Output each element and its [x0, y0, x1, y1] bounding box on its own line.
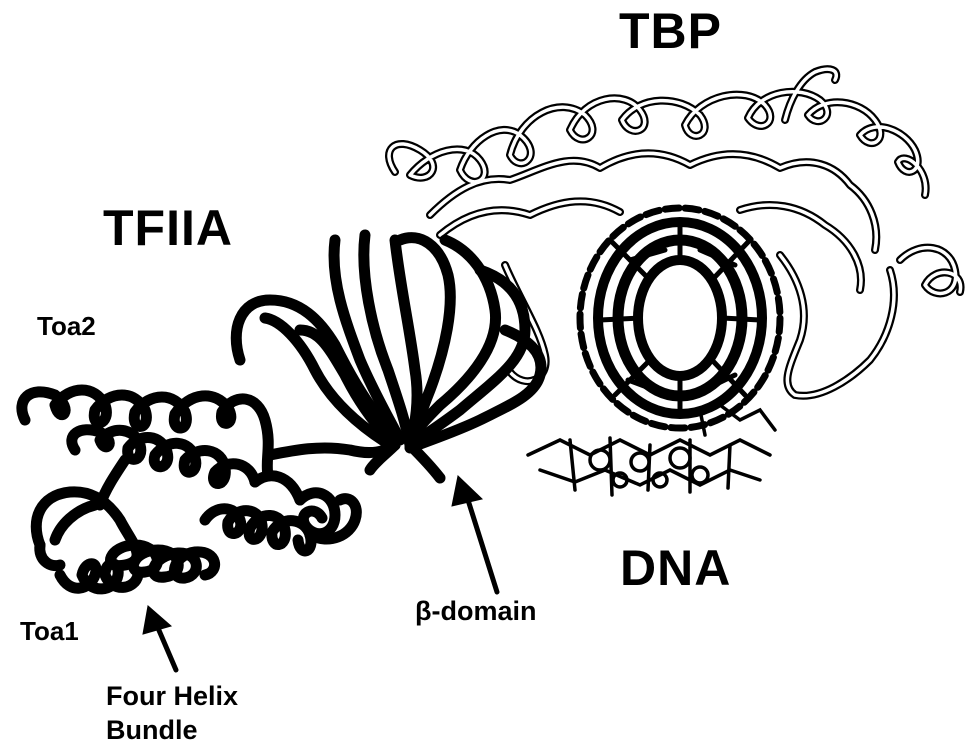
tfiia-label: TFIIA: [103, 203, 233, 253]
dna-helix: [528, 208, 780, 495]
toa1-label: Toa1: [20, 618, 79, 644]
four-helix-bundle-label: Four Helix Bundle: [106, 680, 238, 748]
beta-domain-label: β-domain: [415, 598, 536, 625]
tbp-ribbon: [389, 69, 961, 396]
toa2-label: Toa2: [37, 313, 96, 339]
dna-label: DNA: [620, 543, 731, 593]
four-helix-bundle-line1: Four Helix: [106, 680, 238, 714]
four-helix-bundle-line2: Bundle: [106, 714, 238, 748]
tfiia-ribbon: [22, 300, 395, 589]
arrow-four-helix-bundle: [143, 606, 176, 670]
arrow-beta-domain: [452, 476, 497, 592]
tbp-label: TBP: [619, 6, 722, 56]
